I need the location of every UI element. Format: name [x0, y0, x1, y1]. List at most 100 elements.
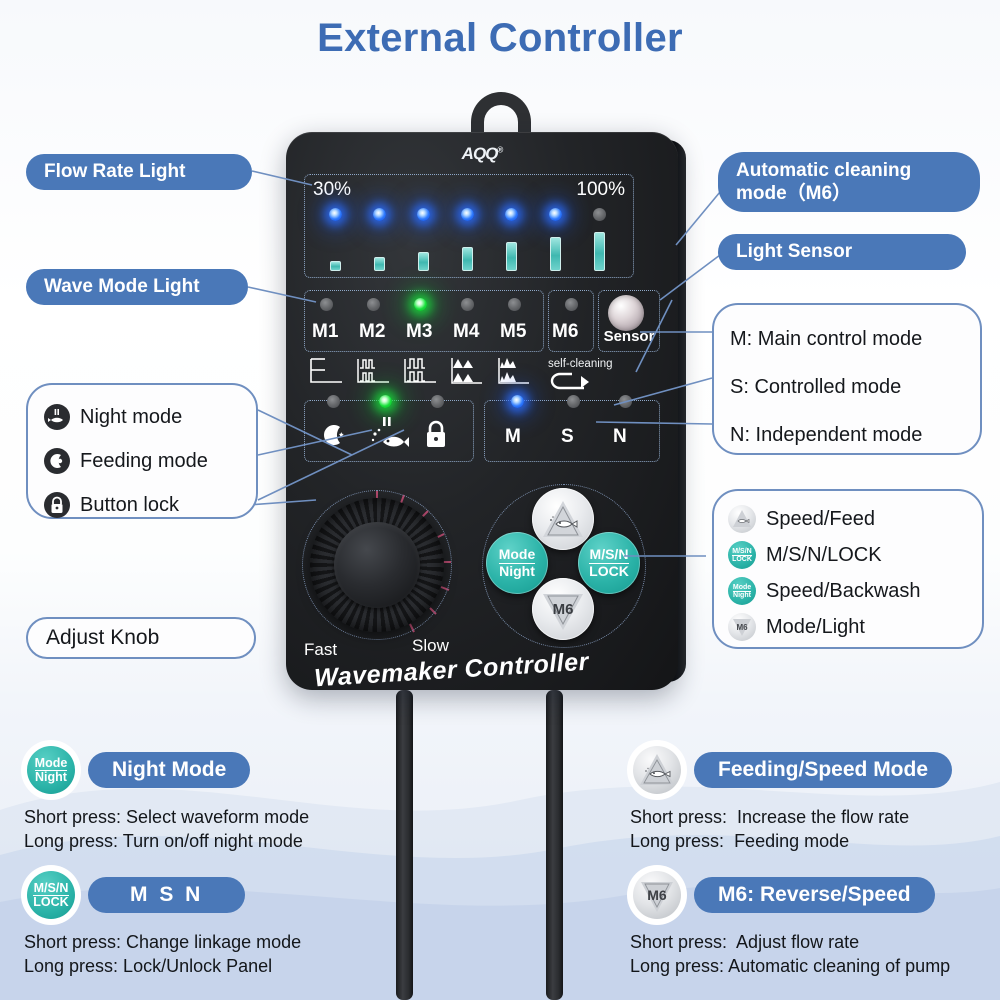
- instruction-msn-header: M/S/N LOCK M S N: [24, 868, 374, 922]
- instruction-feeding-speed-body: Short press: Increase the flow rate Long…: [630, 807, 910, 852]
- page-title: External Controller: [317, 16, 683, 60]
- button-legend-row-mode-light: M6 Mode/Light: [728, 609, 968, 645]
- power-cable-left: [396, 690, 413, 1000]
- knob-fast-label: Fast: [304, 640, 338, 659]
- flow-bar-1: [330, 261, 341, 271]
- instruction-m6-reverse: M6 M6: Reverse/Speed Short press: Adjust…: [630, 868, 1000, 979]
- button-legend-label-msn-lock: M/S/N/LOCK: [766, 543, 882, 566]
- msn-lock-top: M/S/N: [589, 546, 629, 564]
- mode-night-top: Mode: [498, 546, 536, 564]
- mode-night-icon-text: Mode Night: [732, 583, 752, 599]
- m6-button[interactable]: M6: [532, 578, 594, 640]
- msn-lock-badge-bottom: LOCK: [33, 894, 69, 909]
- mode-led-m2: [367, 298, 380, 311]
- mode-night-button-label: Mode Night: [498, 546, 536, 578]
- callout-wave-mode-light-label: Wave Mode Light: [44, 276, 200, 298]
- mode-label-m4: M4: [453, 321, 480, 342]
- instruction-night-mode-body: Short press: Select waveform mode Long p…: [24, 807, 310, 852]
- msn-legend-label-m: M: Main control mode: [730, 327, 923, 350]
- flow-led-3: [417, 208, 430, 221]
- linkage-led-m: [511, 395, 524, 408]
- mode-night-button[interactable]: Mode Night: [486, 532, 548, 594]
- callout-adjust-knob-label: Adjust Knob: [46, 626, 160, 649]
- controller-device: AQQ® 30% 100%: [286, 92, 696, 702]
- flow-bar-6: [550, 237, 561, 271]
- flow-led-7: [593, 208, 606, 221]
- instruction-feeding-speed-header: Feeding/Speed Mode: [630, 743, 990, 797]
- button-lock-icon: [423, 419, 449, 454]
- m6-triangle-down-icon: [641, 882, 673, 912]
- flow-led-4: [461, 208, 474, 221]
- function-row-section: [304, 395, 474, 462]
- triangle-down-icon: [543, 594, 583, 630]
- function-led-feeding: [379, 395, 392, 408]
- callout-flow-rate-light-label: Flow Rate Light: [44, 161, 186, 183]
- mode-label-m6: M6: [552, 321, 579, 342]
- flow-led-6: [549, 208, 562, 221]
- speed-feed-button[interactable]: [532, 488, 594, 550]
- callout-automatic-cleaning: Automatic cleaning mode（M6）: [718, 152, 980, 212]
- mode-legend-box: Night mode Feeding mode Button lock: [26, 383, 258, 519]
- msn-legend-label-s: S: Controlled mode: [730, 375, 902, 398]
- mode-led-m6: [565, 298, 578, 311]
- waveform-icon-m5: [496, 356, 532, 391]
- instruction-msn-title: M S N: [88, 877, 246, 913]
- function-led-night: [327, 395, 340, 408]
- background-waves: [0, 690, 1000, 1000]
- msn-lock-bottom: LOCK: [589, 563, 629, 579]
- linkage-label-m: M: [505, 426, 521, 447]
- knob-inner-cap[interactable]: [334, 522, 420, 608]
- msn-lock-button[interactable]: M/S/N LOCK: [578, 532, 640, 594]
- registered-mark: ®: [497, 145, 503, 155]
- instruction-msn-body: Short press: Change linkage mode Long pr…: [24, 932, 302, 977]
- mode-legend-row-feeding: Feeding mode: [44, 439, 240, 483]
- instruction-msn: M/S/N LOCK M S N Short press: Change lin…: [24, 868, 374, 979]
- mode-night-icon-bottom: Night: [733, 591, 751, 599]
- msn-legend-row-s: S: Controlled mode: [730, 363, 964, 411]
- mode-legend-label-feeding: Feeding mode: [80, 449, 208, 472]
- flow-bar-3: [418, 252, 429, 271]
- function-led-lock: [431, 395, 444, 408]
- flow-bar-2: [374, 257, 385, 271]
- msn-legend-row-m: M: Main control mode: [730, 315, 964, 363]
- mode-night-badge: Mode Night: [24, 743, 78, 797]
- callout-wave-mode-light: Wave Mode Light: [26, 269, 248, 305]
- feeding-fish-icon: [367, 416, 409, 457]
- self-cleaning-arrow-icon: [548, 370, 592, 397]
- instruction-m6-reverse-header: M6 M6: Reverse/Speed: [630, 868, 1000, 922]
- moon-icon: [44, 448, 70, 474]
- mode-led-m4: [461, 298, 474, 311]
- flow-led-5: [505, 208, 518, 221]
- m6-badge-label: M6: [647, 887, 667, 903]
- button-legend-row-speed-feed: Speed/Feed: [728, 501, 968, 537]
- mode-label-m2: M2: [359, 321, 386, 342]
- msn-legend-box: M: Main control mode S: Controlled mode …: [712, 303, 982, 455]
- triangle-up-fish-icon: [728, 505, 756, 533]
- flow-bar-4: [462, 247, 473, 271]
- linkage-label-n: N: [613, 426, 627, 447]
- brand-logo: AQQ®: [286, 144, 678, 164]
- msn-lock-icon-top: M/S/N: [732, 547, 752, 556]
- m6-icon-label: M6: [736, 622, 748, 632]
- callout-light-sensor-label: Light Sensor: [736, 241, 853, 263]
- mode-night-badge-top: Mode: [34, 755, 68, 771]
- linkage-led-s: [567, 395, 580, 408]
- msn-lock-badge-top: M/S/N: [33, 880, 69, 896]
- waveform-icon-m2: [355, 356, 391, 391]
- instruction-night-mode-header: Mode Night Night Mode: [24, 743, 374, 797]
- instruction-m6-reverse-title: M6: Reverse/Speed: [694, 877, 935, 913]
- button-legend-row-msn-lock: M/S/N LOCK M/S/N/LOCK: [728, 537, 968, 573]
- instruction-night-mode: Mode Night Night Mode Short press: Selec…: [24, 743, 374, 854]
- waveform-icon-m3: [402, 356, 438, 391]
- button-legend-label-speed-backwash: Speed/Backwash: [766, 579, 921, 602]
- triangle-up-fish-icon: [640, 754, 674, 785]
- instruction-night-mode-title: Night Mode: [88, 752, 251, 788]
- mode-night-icon-top: Mode: [732, 583, 752, 592]
- flow-bar-5: [506, 242, 517, 271]
- msn-lock-badge-text: M/S/N LOCK: [33, 880, 69, 909]
- m6-badge: M6: [630, 868, 684, 922]
- flow-led-1: [329, 208, 342, 221]
- callout-adjust-knob: Adjust Knob: [26, 617, 256, 659]
- mode-night-badge-inner: Mode Night: [27, 746, 75, 794]
- msn-lock-badge: M/S/N LOCK: [24, 868, 78, 922]
